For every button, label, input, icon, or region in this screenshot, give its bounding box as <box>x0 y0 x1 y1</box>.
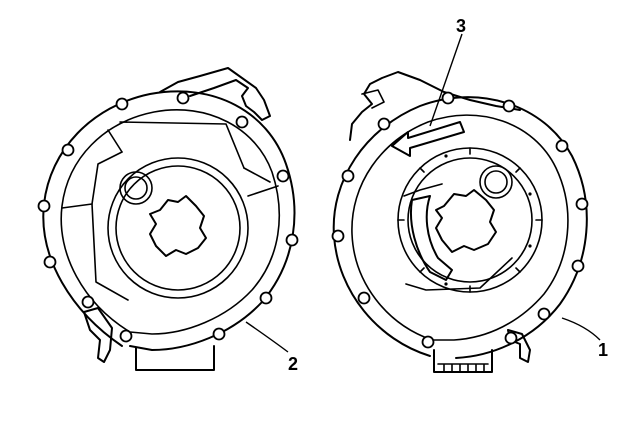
left-top-ear <box>159 67 271 121</box>
right-bolt <box>441 91 455 105</box>
right-perimeter-bolts <box>331 91 589 349</box>
left-lower-bracket <box>83 307 113 363</box>
right-top-ear <box>349 71 521 141</box>
right-inner-rim <box>351 114 569 341</box>
right-drum-outer <box>397 147 543 293</box>
callout-3-label: 3 <box>456 16 466 36</box>
right-connector-teeth <box>437 363 489 373</box>
callout-1: 1 <box>561 317 608 360</box>
left-bottom-foot <box>135 345 215 371</box>
left-bolt <box>176 91 190 105</box>
left-drum-inner <box>115 165 241 291</box>
right-outer-rim <box>332 96 588 359</box>
left-rib-lower-left <box>91 203 129 301</box>
right-bolt <box>537 307 551 321</box>
right-drum-pin <box>444 282 448 286</box>
right-bolt <box>504 331 518 345</box>
left-inner-rim <box>60 109 281 335</box>
left-drum-outer <box>107 157 249 299</box>
left-bolt <box>212 327 226 341</box>
right-bottom-connector <box>433 349 493 373</box>
right-splined-hub <box>435 189 497 253</box>
right-bolt <box>331 229 345 243</box>
left-bolt <box>276 169 290 183</box>
right-drum-tick <box>515 167 521 173</box>
right-bolt <box>502 99 516 113</box>
direction-arrow-icon <box>391 121 465 157</box>
right-bolt <box>341 169 355 183</box>
right-bolt <box>571 259 585 273</box>
left-bolt <box>235 115 249 129</box>
callout-1-label: 1 <box>598 340 608 360</box>
left-rib-left <box>61 151 123 209</box>
callout-3: 3 <box>429 16 466 127</box>
right-drum-ticks <box>397 147 543 293</box>
left-rib-top <box>107 121 245 169</box>
right-drum-pin <box>444 154 448 158</box>
left-bolt <box>285 233 299 247</box>
right-drum-tick <box>515 267 521 273</box>
left-splined-hub <box>149 195 207 257</box>
callout-2: 2 <box>245 321 298 374</box>
left-bolt <box>43 255 57 269</box>
left-small-bore-inner <box>124 176 148 200</box>
right-drum-inner <box>407 157 533 283</box>
right-drum-pin <box>528 192 532 196</box>
callout-3-leader <box>429 33 463 127</box>
callout-2-label: 2 <box>288 354 298 374</box>
left-small-bore-outer <box>119 171 153 205</box>
right-small-bore-outer <box>479 165 513 199</box>
left-bolt <box>259 291 273 305</box>
left-perimeter-bolts <box>37 91 299 343</box>
right-ear-notch <box>361 89 385 109</box>
right-drum-tick <box>419 267 425 273</box>
left-bolt <box>37 199 51 213</box>
right-bolt <box>357 291 371 305</box>
right-bolt <box>575 197 589 211</box>
left-bolt <box>119 329 133 343</box>
right-bolt <box>555 139 569 153</box>
left-bolt <box>81 295 95 309</box>
right-passage-rib <box>403 183 513 291</box>
left-housing-half <box>37 67 299 371</box>
right-bolt <box>377 117 391 131</box>
right-small-bore-inner <box>484 170 508 194</box>
callout-1-leader <box>561 317 601 341</box>
right-bolt <box>421 335 435 349</box>
left-rib-right <box>243 167 279 197</box>
left-bolt <box>61 143 75 157</box>
left-bolt <box>115 97 129 111</box>
callout-2-leader <box>245 321 289 353</box>
right-internal-passage <box>410 195 453 281</box>
right-drum-pin <box>528 244 532 248</box>
right-drum-tick <box>419 167 425 173</box>
right-housing-half <box>331 71 589 373</box>
left-outer-rim <box>42 90 296 351</box>
